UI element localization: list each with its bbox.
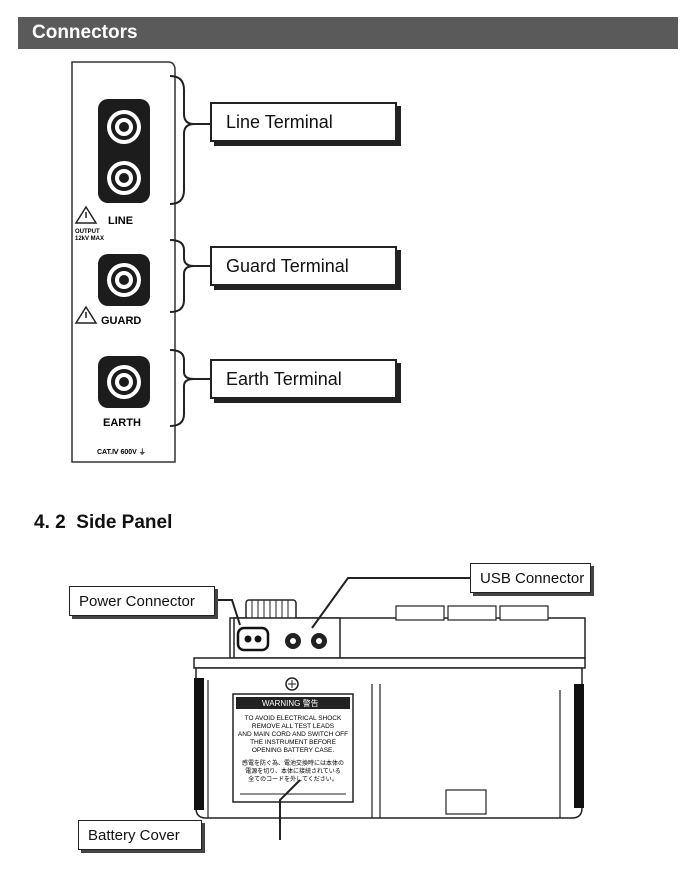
output-label-2: 12kV MAX <box>75 236 104 242</box>
section-title: Connectors <box>32 22 138 43</box>
power-connector-callout: Power Connector <box>69 586 215 616</box>
line-label: LINE <box>108 215 133 227</box>
warning-triangle-icon <box>74 205 98 224</box>
earth-terminal-callout: Earth Terminal <box>210 359 397 399</box>
line-jack-bottom <box>107 161 141 195</box>
section-header-bar: Connectors <box>18 17 678 49</box>
guard-jack <box>107 263 141 297</box>
power-connector-label: Power Connector <box>79 592 195 610</box>
line-terminal-callout: Line Terminal <box>210 102 397 142</box>
guard-label: GUARD <box>101 315 141 327</box>
subsection-heading: 4. 2 Side Panel <box>34 512 172 534</box>
line-jack-top <box>107 110 141 144</box>
battery-cover-label-text: Battery Cover <box>88 826 180 844</box>
earth-terminal-label: Earth Terminal <box>226 369 342 389</box>
subsection-number: 4. 2 <box>34 512 66 533</box>
guard-terminal-label: Guard Terminal <box>226 256 349 276</box>
earth-label: EARTH <box>103 417 141 429</box>
guard-terminal-callout: Guard Terminal <box>210 246 397 286</box>
usb-connector-label: USB Connector <box>480 569 585 587</box>
earth-jack <box>107 365 141 399</box>
rating-label: CAT.Ⅳ 600V ⏚ <box>97 448 146 456</box>
usb-connector-callout: USB Connector <box>470 563 591 593</box>
warning-triangle-icon <box>74 305 98 324</box>
subsection-title: Side Panel <box>76 512 173 533</box>
line-terminal-label: Line Terminal <box>226 112 333 132</box>
output-label-1: OUTPUT <box>75 229 100 235</box>
battery-cover-callout: Battery Cover <box>78 820 202 850</box>
